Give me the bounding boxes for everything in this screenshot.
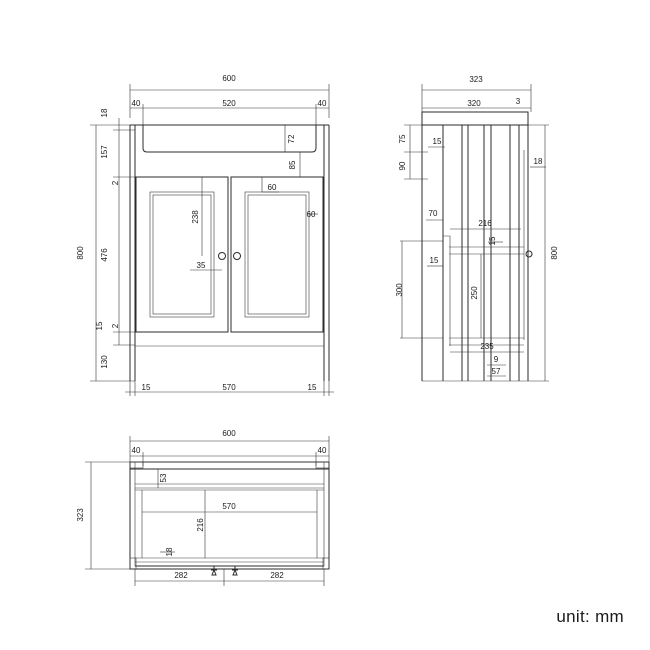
front-rail-85-label: 85 [288, 160, 297, 169]
front-inner-width-label: 570 [222, 383, 236, 392]
front-top-thickness-label: 18 [100, 108, 109, 117]
top-side-left-label: 40 [132, 446, 141, 455]
side-top-depth-label: 320 [467, 99, 481, 108]
front-door-frame-top-label: 60 [268, 183, 277, 192]
side-view: 323 320 3 75 90 15 70 [395, 75, 559, 382]
side-dim-250-label: 250 [470, 286, 479, 300]
front-gap-15-label: 15 [95, 321, 104, 330]
side-dim-15-left-label: 15 [430, 256, 439, 265]
front-glass-offset-label: 238 [191, 210, 200, 224]
front-view: 600 40 520 40 72 85 60 60 [76, 74, 334, 396]
front-top-width-label: 520 [222, 99, 236, 108]
front-plinth-height-label: 130 [100, 355, 109, 369]
side-dim-15-top-label: 15 [433, 137, 442, 146]
front-leg-left-label: 15 [142, 383, 151, 392]
front-overall-width-label: 600 [222, 74, 236, 83]
side-dim-216-label: 216 [478, 219, 492, 228]
top-knob-right-icon [232, 566, 238, 576]
top-half-left-label: 282 [174, 571, 188, 580]
top-view: 600 40 40 323 53 570 216 [76, 429, 330, 586]
side-dim-70-label: 70 [429, 209, 438, 218]
side-dim-15-mid-label: 15 [488, 236, 497, 245]
top-overall-width-label: 600 [222, 429, 236, 438]
front-gap-top-label: 2 [111, 180, 120, 185]
top-dim-53-label: 53 [159, 473, 168, 482]
side-top-lip-label: 3 [516, 97, 521, 106]
top-side-right-label: 40 [318, 446, 327, 455]
front-knob-offset-label: 35 [197, 261, 206, 270]
side-dim-9-label: 9 [494, 355, 499, 364]
side-dim-300-label: 300 [395, 283, 404, 297]
right-door-knob-icon [233, 252, 241, 260]
side-knob-icon [525, 250, 533, 258]
side-dim-235-label: 235 [480, 342, 494, 351]
side-dim-75-label: 75 [398, 134, 407, 143]
top-dim-18-label: 18 [165, 547, 174, 556]
front-side-left-label: 40 [132, 99, 141, 108]
side-overall-height-label: 800 [550, 246, 559, 260]
front-overall-height-label: 800 [76, 246, 85, 260]
side-overall-depth-label: 323 [469, 75, 483, 84]
top-half-right-label: 282 [270, 571, 284, 580]
top-dim-216-label: 216 [196, 518, 205, 532]
front-top-rail-label: 157 [100, 145, 109, 159]
top-knob-left-icon [211, 566, 217, 576]
side-dim-18-label: 18 [534, 157, 543, 166]
left-door-knob-icon [218, 252, 226, 260]
front-door-height-label: 476 [100, 248, 109, 262]
side-dim-57-label: 57 [492, 367, 501, 376]
front-side-right-label: 40 [318, 99, 327, 108]
front-door-frame-side-label: 60 [307, 210, 316, 219]
unit-label: unit: mm [556, 607, 624, 626]
front-gap-bottom-label: 2 [111, 323, 120, 328]
top-overall-depth-label: 323 [76, 508, 85, 522]
front-sink-depth-label: 72 [287, 134, 296, 143]
side-dim-90-label: 90 [398, 161, 407, 170]
front-leg-right-label: 15 [308, 383, 317, 392]
top-inner-width-label: 570 [222, 502, 236, 511]
